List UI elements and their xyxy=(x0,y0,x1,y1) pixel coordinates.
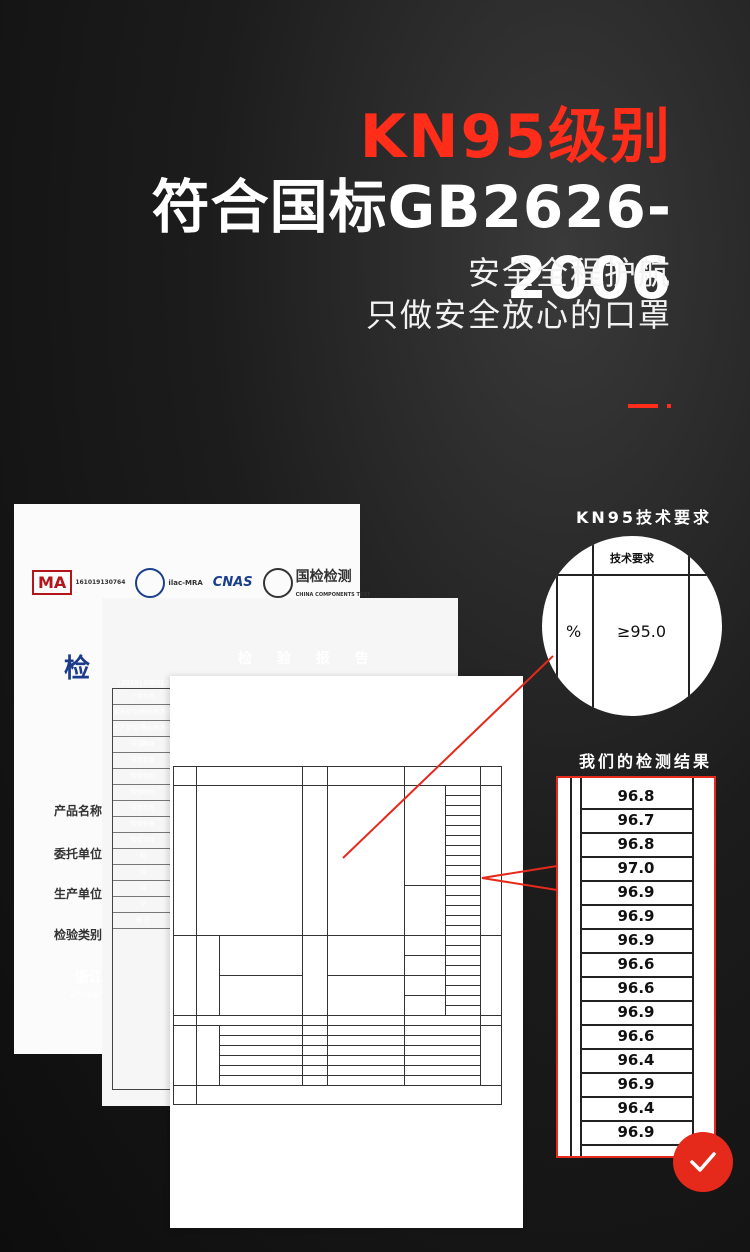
summary-row: 样品数量 xyxy=(113,753,173,769)
results-title: 检 验 结 果 xyxy=(282,726,428,744)
zoom-line xyxy=(692,778,694,1156)
kn95-requirement-magnifier: 技术要求 % ≥95.0 xyxy=(542,536,722,716)
cover-label-product: 产品名称 xyxy=(54,804,103,818)
magnifier-line xyxy=(592,536,594,716)
summary-row: 检 xyxy=(113,849,173,865)
summary-row: 验 xyxy=(113,865,173,881)
summary-title: 检 验 报 告 xyxy=(238,651,379,667)
check-icon xyxy=(690,1152,716,1172)
cover-label-client: 委托单位 xyxy=(54,847,103,861)
accent-dot xyxy=(667,404,671,408)
result-value: 96.9 xyxy=(580,880,692,906)
summary-row: 检验时间 xyxy=(113,785,173,801)
our-results-label: 我们的检测结果 xyxy=(578,752,712,771)
subtitle-line2: 只做安全放心的口罩 xyxy=(365,296,672,334)
gjjc-icon xyxy=(262,567,293,598)
summary-row: 检验项目 xyxy=(113,833,173,849)
th-eval: 单项评价 xyxy=(480,766,502,786)
result-value: 96.7 xyxy=(580,808,692,834)
zoom-line xyxy=(570,778,572,1156)
cover-label-type: 检验类别 xyxy=(54,928,103,942)
magnifier-requirement: ≥95.0 xyxy=(617,622,667,641)
magnifier-unit: % xyxy=(566,622,582,641)
result-value: 96.4 xyxy=(580,1048,692,1074)
summary-row: 样品等级 xyxy=(113,737,173,753)
result-value: 96.9 xyxy=(580,904,692,930)
result-value: 96.6 xyxy=(580,976,692,1002)
summary-row: 结 xyxy=(113,881,173,897)
results-footer: 以下空白 xyxy=(336,1176,364,1184)
ilac-logo: ilac-MRA xyxy=(135,567,203,598)
result-value: 96.6 xyxy=(580,952,692,978)
result-value: 96.9 xyxy=(580,1120,692,1146)
magnifier-line xyxy=(688,536,690,716)
subtitle-line1: 安全全程护航 xyxy=(467,254,672,292)
summary-row: 备 注 xyxy=(113,913,173,929)
kn95-requirement-label: KN95技术要求 xyxy=(575,508,712,527)
accent-dash xyxy=(628,404,658,408)
magnifier-line xyxy=(542,574,722,576)
cnas-logo: CNAS xyxy=(212,575,253,590)
results-page: 共 2 页第 2 页 xyxy=(432,757,478,765)
result-value: 96.8 xyxy=(580,832,692,858)
cover-company: 浙江 xyxy=(75,970,103,986)
cover-company-en: ZheJiang xyxy=(70,990,110,1000)
summary-row: 生产单位/地址/联系电话 xyxy=(113,721,173,747)
summary-row: 检验依据 xyxy=(113,817,173,833)
magnifier-line xyxy=(556,536,558,716)
result-value: 96.9 xyxy=(580,1000,692,1026)
cover-big-char: 检 xyxy=(64,654,91,684)
summary-row: 产品名称 xyxy=(113,689,173,705)
result-value: 96.8 xyxy=(580,784,692,810)
cover-label-maker: 生产单位 xyxy=(54,887,103,901)
result-value: 96.9 xyxy=(580,1072,692,1098)
headline-standard: 符合国标GB2626-2006 xyxy=(151,173,672,312)
result-value: 96.9 xyxy=(580,928,692,954)
result-value: 97.0 xyxy=(580,856,692,882)
magnifier-header: 技术要求 xyxy=(610,552,654,565)
summary-row: 论 xyxy=(113,897,173,913)
result-value: 96.6 xyxy=(580,1024,692,1050)
headline-kn95: KN95级别 xyxy=(359,102,672,172)
summary-code: [2019] GW0139 xyxy=(118,679,174,687)
result-value: 96.4 xyxy=(580,1096,692,1122)
summary-row: 样品状态 xyxy=(113,801,173,817)
results-code: [2019] 委进 字 防护 类 第0139 号 xyxy=(178,757,289,765)
zoom-line xyxy=(580,778,582,1156)
ilac-icon xyxy=(135,567,166,598)
summary-row: 检验类别 xyxy=(113,769,173,785)
table-row-remark: 备注 xyxy=(173,1085,502,1105)
check-badge xyxy=(673,1132,733,1192)
summary-row: 委托单位/地址/联系电话 xyxy=(113,705,173,731)
